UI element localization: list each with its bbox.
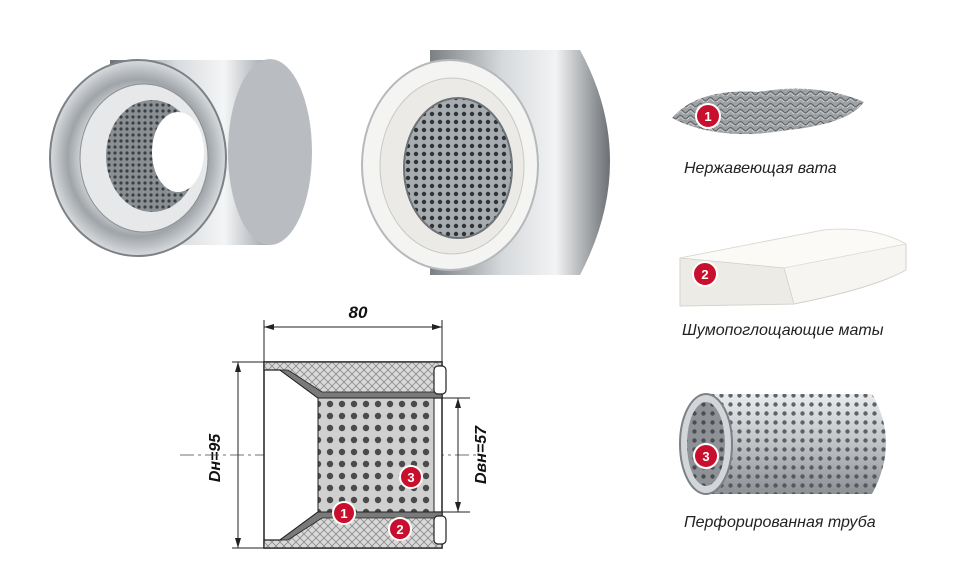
legend-caption-3: Перфорированная труба [684,514,876,531]
width-dimension-label: 80 [349,303,368,322]
diagram-marker-1: 1 [332,501,356,525]
muffler-cross-section-drawing: 80 Dн=95 Dвн=57 1 2 3 [180,303,490,549]
inner-diameter-label: Dвн=57 [473,425,490,484]
legend-marker-3: 3 [693,443,719,469]
svg-text:1: 1 [704,109,711,124]
svg-text:3: 3 [702,449,709,464]
diagram-marker-3: 3 [399,465,423,489]
outer-diameter-label: Dн=95 [207,433,224,482]
svg-text:2: 2 [701,267,708,282]
svg-text:2: 2 [396,522,403,537]
legend-marker-1: 1 [695,103,721,129]
muffler-photo-cutaway [361,50,610,275]
legend-marker-2: 2 [692,261,718,287]
diagram-marker-2: 2 [388,517,412,541]
svg-text:1: 1 [340,506,347,521]
sound-mats-image: 2 [679,228,908,307]
legend-caption-1: Нержавеющая вата [684,160,837,177]
stainless-wool-image: 1 [672,88,864,134]
svg-text:3: 3 [407,470,414,485]
perforated-tube-image: 3 [679,393,886,495]
muffler-photo-open [49,59,312,257]
legend-caption-2: Шумопоглощающие маты [682,322,884,339]
